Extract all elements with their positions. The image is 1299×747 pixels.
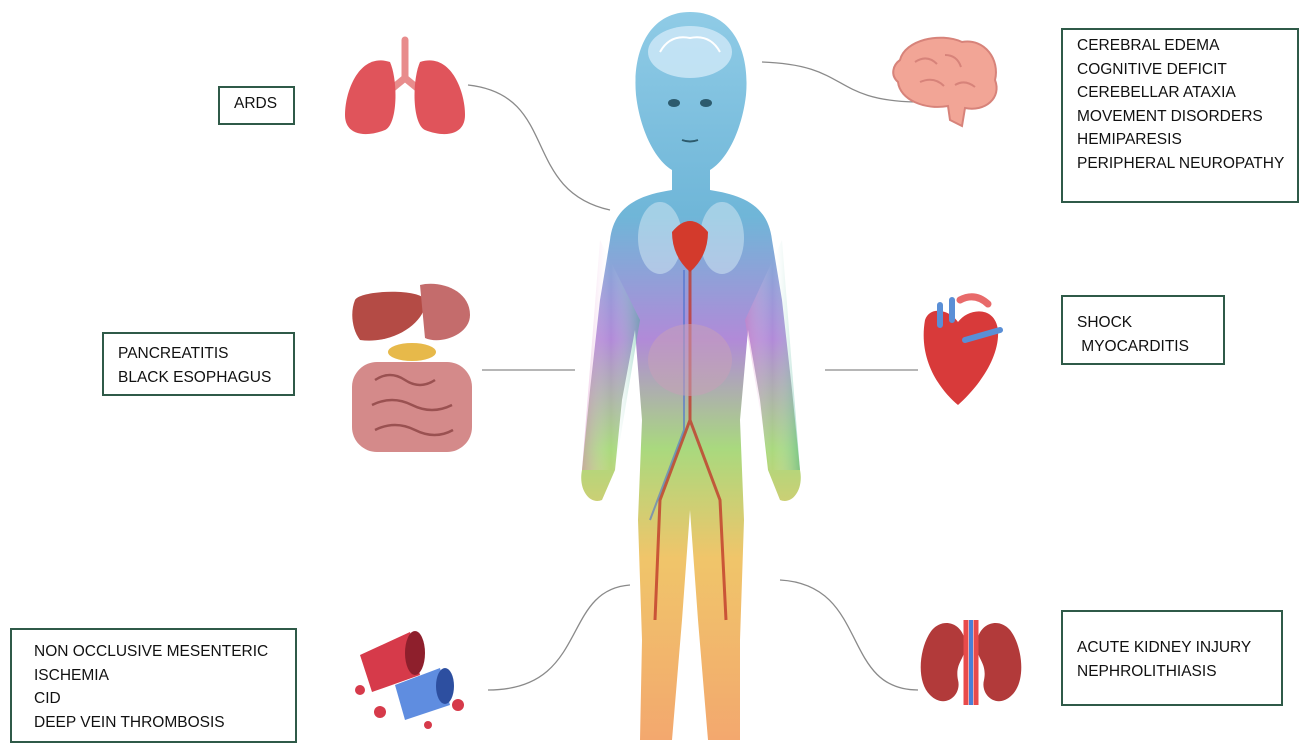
heart-complications-box: SHOCK MYOCARDITIS	[1061, 295, 1225, 365]
vascular-item-4: DEEP VEIN THROMBOSIS	[34, 711, 281, 735]
gi-complications-box: PANCREATITIS BLACK ESOPHAGUS	[102, 332, 295, 396]
connector-lungs	[468, 85, 610, 210]
kidney-item-1: ACUTE KIDNEY INJURY	[1077, 636, 1267, 660]
connector-kidney	[780, 580, 918, 690]
vascular-item-2: ISCHEMIA	[34, 664, 281, 688]
heart-icon	[924, 297, 1000, 405]
gi-item-1: PANCREATITIS	[118, 342, 279, 366]
brain-item-3: CEREBELLAR ATAXIA	[1077, 81, 1283, 105]
brain-icon	[893, 38, 996, 126]
connector-brain	[762, 62, 915, 102]
heart-item-1: SHOCK	[1077, 311, 1209, 335]
digestive-system-icon	[352, 284, 472, 452]
brain-item-1: CEREBRAL EDEMA	[1077, 34, 1283, 58]
ards-box: ARDS	[218, 86, 295, 125]
brain-complications-box: CEREBRAL EDEMA COGNITIVE DEFICIT CEREBEL…	[1061, 28, 1299, 203]
brain-item-2: COGNITIVE DEFICIT	[1077, 58, 1283, 82]
kidney-item-2: NEPHROLITHIASIS	[1077, 660, 1267, 684]
connector-vascular	[488, 585, 630, 690]
gi-item-2: BLACK ESOPHAGUS	[118, 366, 279, 390]
brain-item-6: PERIPHERAL NEUROPATHY	[1077, 152, 1283, 176]
ards-label: ARDS	[234, 92, 279, 116]
brain-item-4: MOVEMENT DISORDERS	[1077, 105, 1283, 129]
vascular-complications-box: NON OCCLUSIVE MESENTERIC ISCHEMIA CID DE…	[10, 628, 297, 743]
heart-item-2: MYOCARDITIS	[1077, 335, 1209, 359]
blood-vessel-icon	[355, 631, 464, 729]
kidney-complications-box: ACUTE KIDNEY INJURY NEPHROLITHIASIS	[1061, 610, 1283, 706]
lungs-icon	[345, 40, 465, 134]
vascular-item-1: NON OCCLUSIVE MESENTERIC	[34, 640, 281, 664]
kidneys-icon	[921, 620, 1022, 705]
child-body-figure	[581, 12, 801, 740]
brain-item-5: HEMIPARESIS	[1077, 128, 1283, 152]
vascular-item-3: CID	[34, 687, 281, 711]
